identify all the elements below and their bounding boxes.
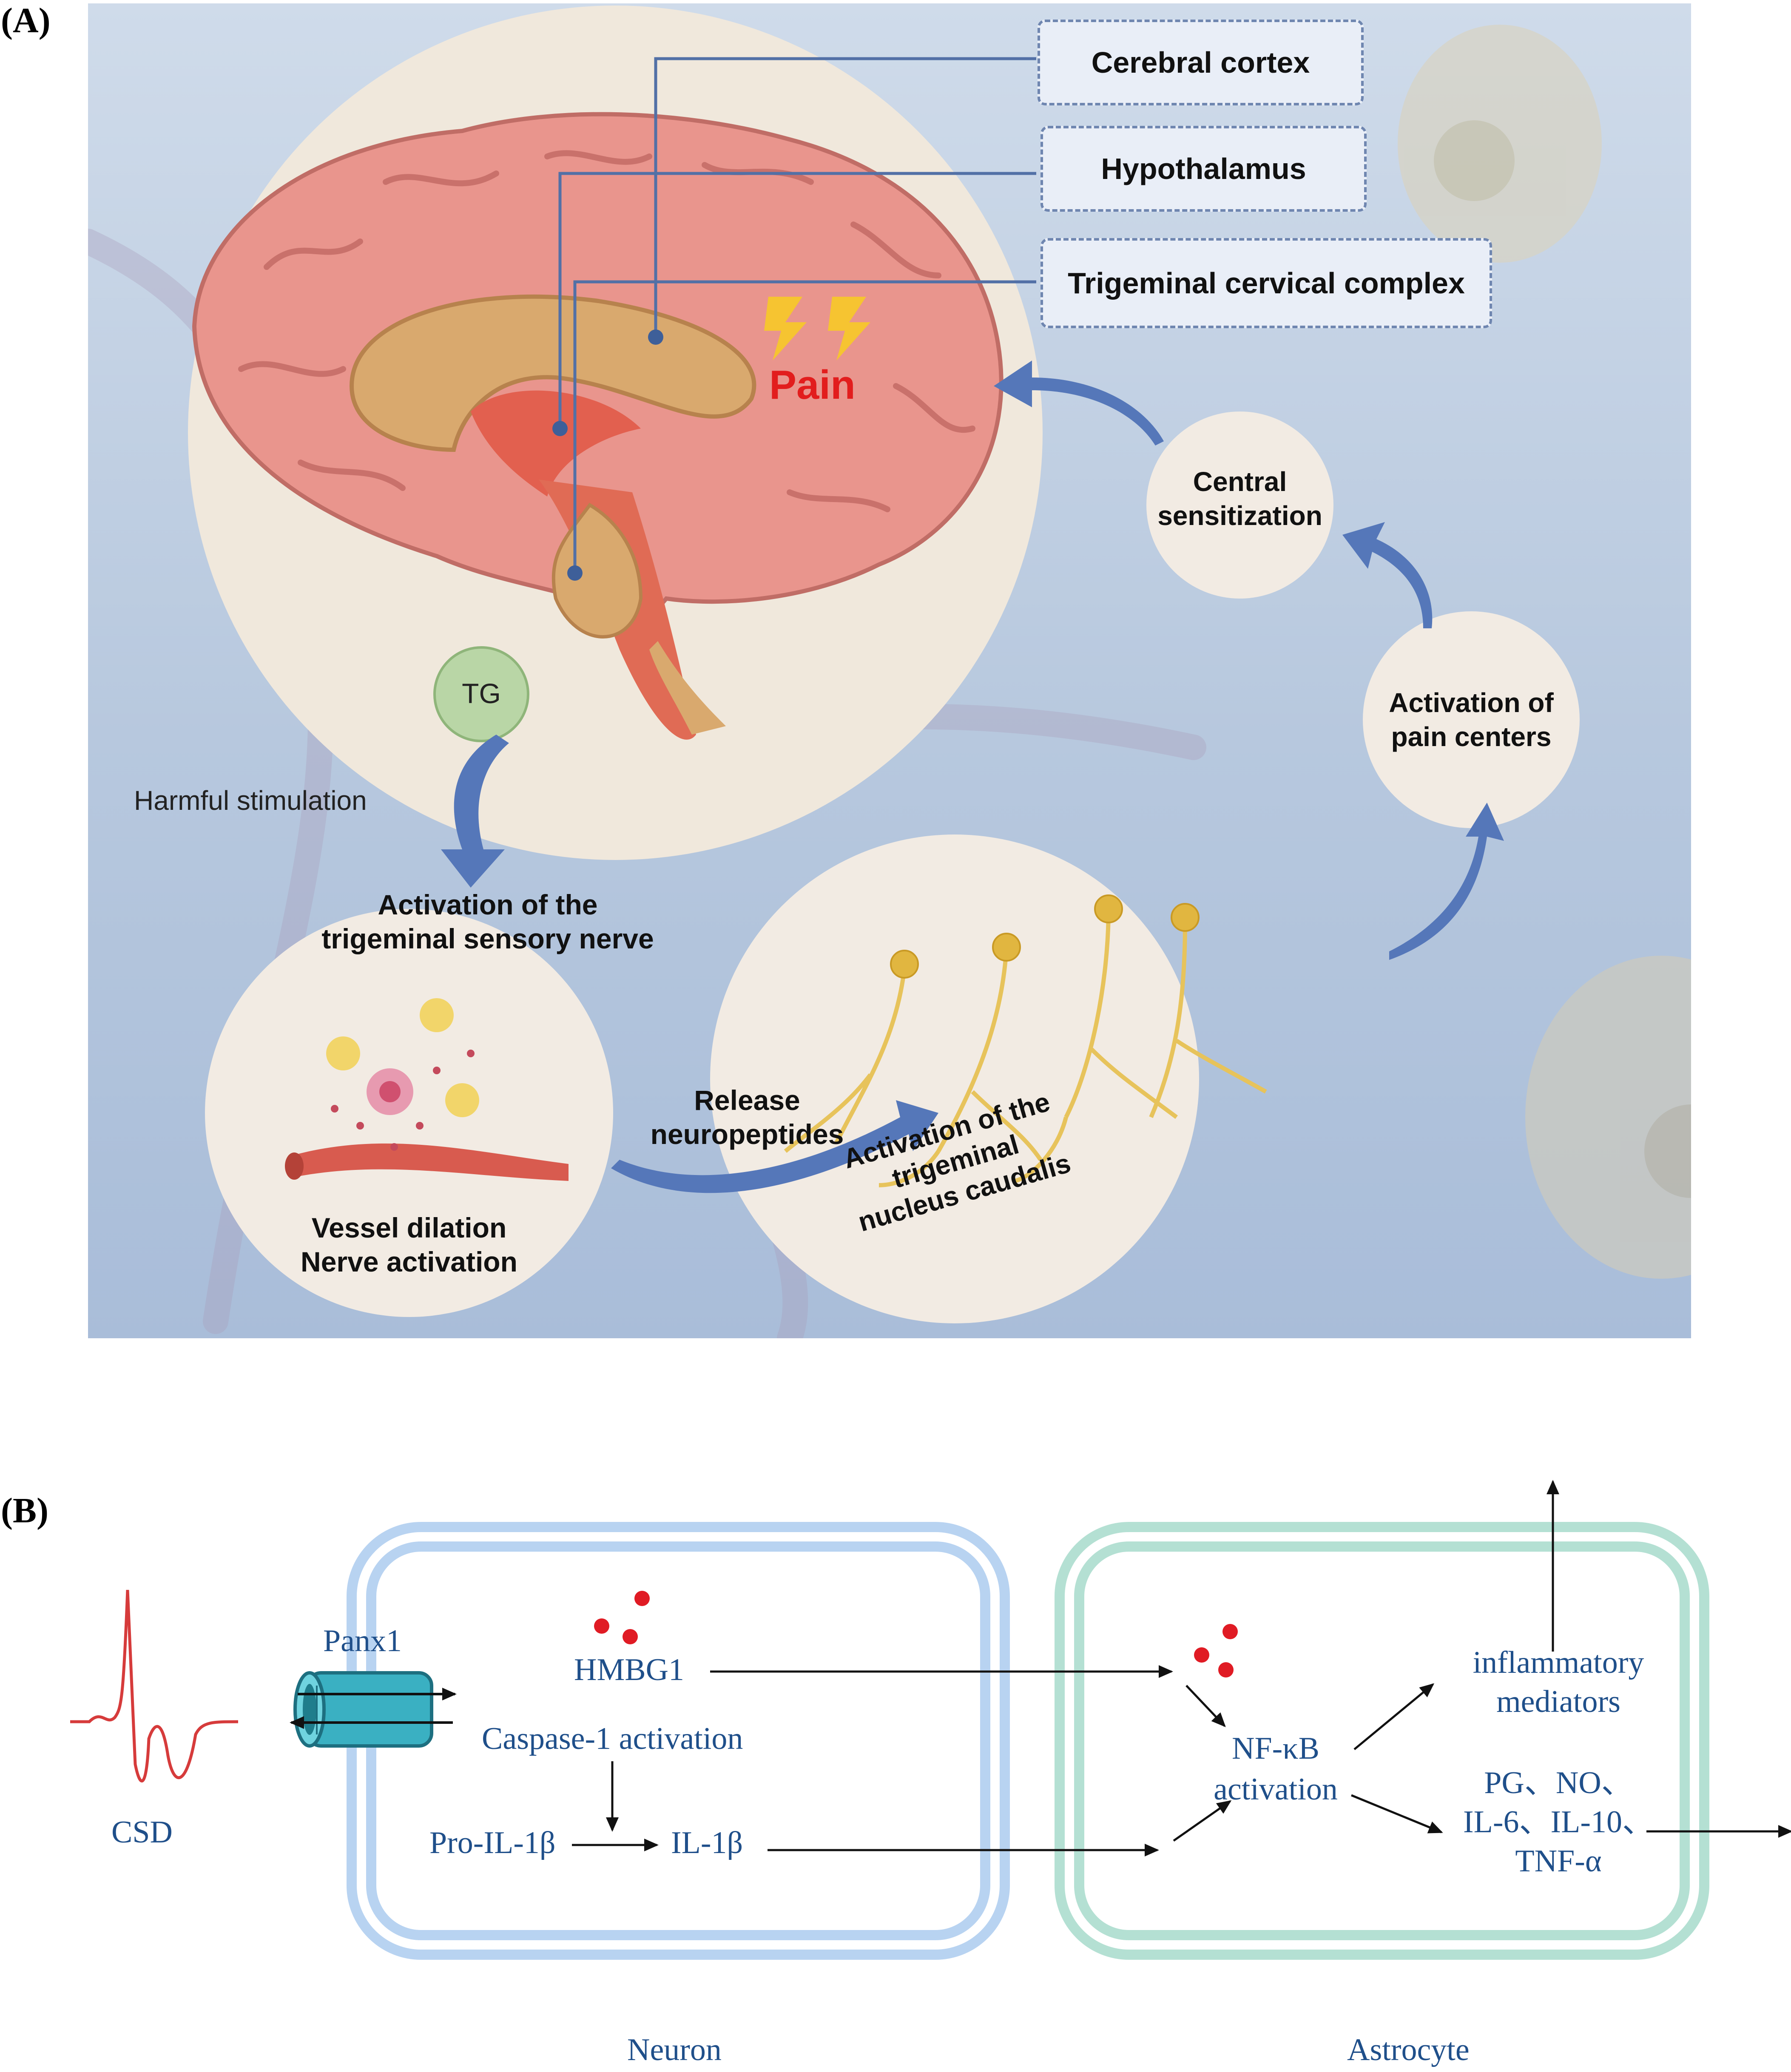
pain-centers-text: Activation of pain centers [1389,687,1554,752]
panx1-channel-icon [293,1671,433,1748]
hmbg1-label: HMBG1 [574,1652,685,1687]
harmful-stimulation-label: Harmful stimulation [134,785,367,816]
pain-label: Pain [769,362,856,408]
panel-a-decor [88,6,1691,1338]
panel-a-background: Cerebral cortex Hypothalamus Trigeminal … [88,3,1691,1338]
tg-label: TG [462,678,501,709]
hypothalamus-label: Hypothalamus [1040,126,1367,212]
panel-a-label: (A) [1,1,51,40]
lightning-icon [764,297,870,360]
hmbg1-dots [594,1591,1238,1677]
tcc-label: Trigeminal cervical complex [1040,238,1492,328]
il-1b-label: IL-1β [671,1825,743,1860]
astrocyte-label: Astrocyte [1347,2032,1470,2067]
csd-label: CSD [111,1815,173,1850]
vessel-circle [205,909,613,1317]
vessel-icon [285,998,569,1181]
brain-illustration [192,112,1004,740]
cerebral-cortex-label: Cerebral cortex [1038,20,1364,105]
csd-waveform-icon [70,1589,239,1782]
vessel-text: Vessel dilation Nerve activation [301,1212,517,1277]
nfkb-label: NF-κB activation [1214,1731,1338,1807]
tg-circle [433,646,529,742]
inflammatory-mediators-label: inflammatory mediators [1473,1645,1644,1719]
activation-nerve-text: Activation of the trigeminal sensory ner… [321,889,654,954]
neuron-cluster-icon [784,908,1267,1187]
pro-il-1b-label: Pro-IL-1β [429,1825,556,1860]
panx1-label: Panx1 [323,1624,402,1658]
release-neuropeptides-text: Release neuropeptides [650,1084,844,1150]
central-sensitization-circle [1146,412,1333,599]
nucleus-caudalis-circle [710,834,1199,1323]
pain-centers-circle [1363,611,1580,828]
flow-arrows [441,360,1504,1193]
central-sensitization-text: Central sensitization [1157,466,1322,531]
mediators-list-label: PG、NO、 IL-6、IL-10、 TNF-α [1463,1765,1654,1879]
astrocyte-membrane [1055,1522,1709,1960]
panel-b-label: (B) [1,1491,48,1530]
caspase-label: Caspase-1 activation [482,1721,743,1756]
neuron-label: Neuron [627,2032,722,2067]
